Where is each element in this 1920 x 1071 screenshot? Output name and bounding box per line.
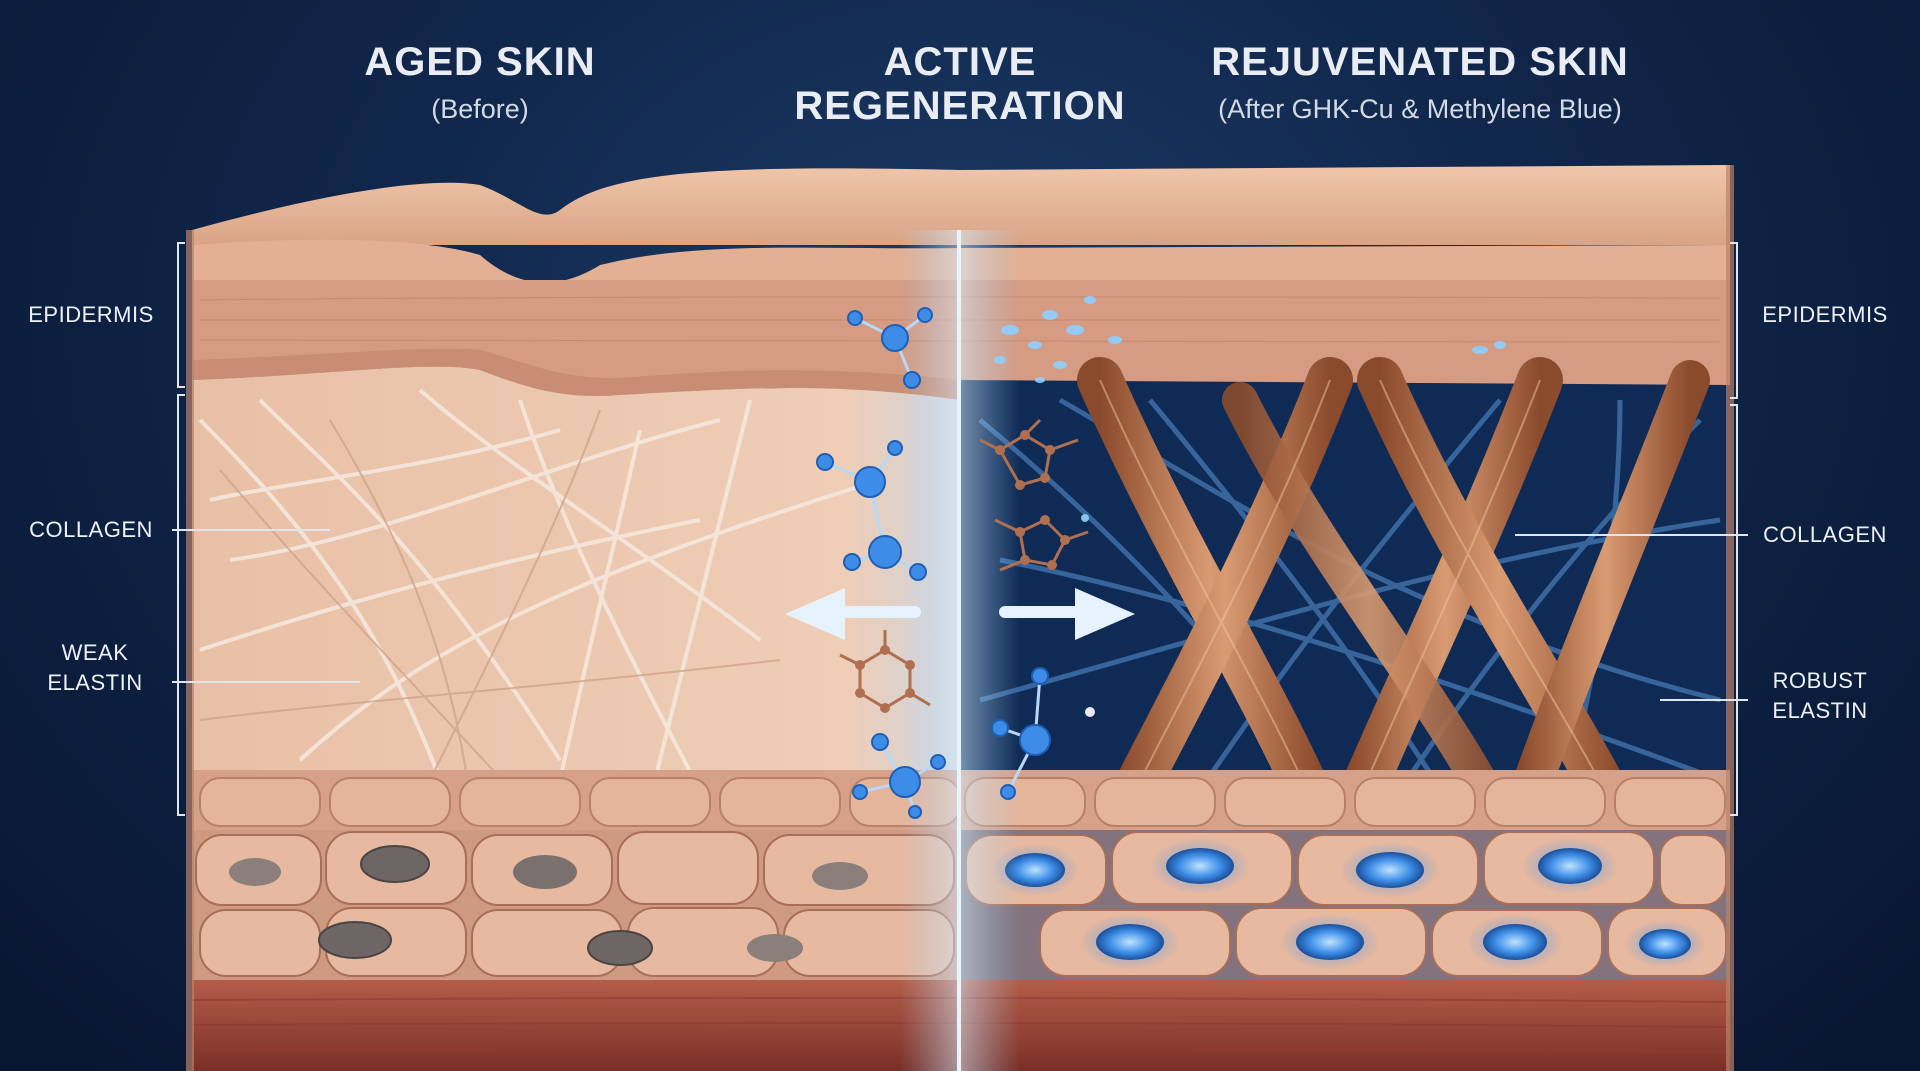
left-epidermis-label: EPIDERMIS bbox=[28, 302, 154, 327]
skin-surface-layer bbox=[192, 165, 1730, 245]
rejuvenated-skin-subtitle: (After GHK-Cu & Methylene Blue) bbox=[1218, 94, 1622, 124]
right-collagen-label: COLLAGEN bbox=[1763, 522, 1887, 547]
aged-dermis bbox=[192, 366, 960, 820]
active-regeneration-title-line1: ACTIVE bbox=[883, 40, 1037, 84]
weak-collagen-fibers bbox=[198, 388, 881, 801]
aged-skin-subtitle: (Before) bbox=[431, 94, 529, 124]
left-collagen-label: COLLAGEN bbox=[29, 517, 153, 542]
right-elastin-label-line1: ROBUST bbox=[1772, 668, 1868, 693]
left-brackets bbox=[172, 242, 360, 816]
molecule-atoms bbox=[816, 307, 1051, 819]
copper-atoms bbox=[855, 430, 1070, 713]
aged-mitochondria bbox=[229, 845, 868, 966]
aged-skin-title: AGED SKIN bbox=[364, 40, 596, 84]
left-arrow-icon bbox=[785, 588, 921, 640]
regeneration-sparkles bbox=[994, 296, 1506, 717]
active-regeneration-title-line2: REGENERATION bbox=[794, 84, 1126, 128]
left-elastin-label-line2: ELASTIN bbox=[47, 670, 143, 695]
basal-cell-row bbox=[199, 777, 1726, 827]
regeneration-divider-line bbox=[957, 230, 961, 1071]
left-elastin-label-line1: WEAK bbox=[61, 640, 129, 665]
rejuvenated-skin-title: REJUVENATED SKIN bbox=[1211, 40, 1629, 84]
right-epidermis-label: EPIDERMIS bbox=[1762, 302, 1888, 327]
right-brackets bbox=[1515, 242, 1748, 816]
right-elastin-label-line2: ELASTIN bbox=[1772, 698, 1868, 723]
right-arrow-icon bbox=[999, 588, 1135, 640]
